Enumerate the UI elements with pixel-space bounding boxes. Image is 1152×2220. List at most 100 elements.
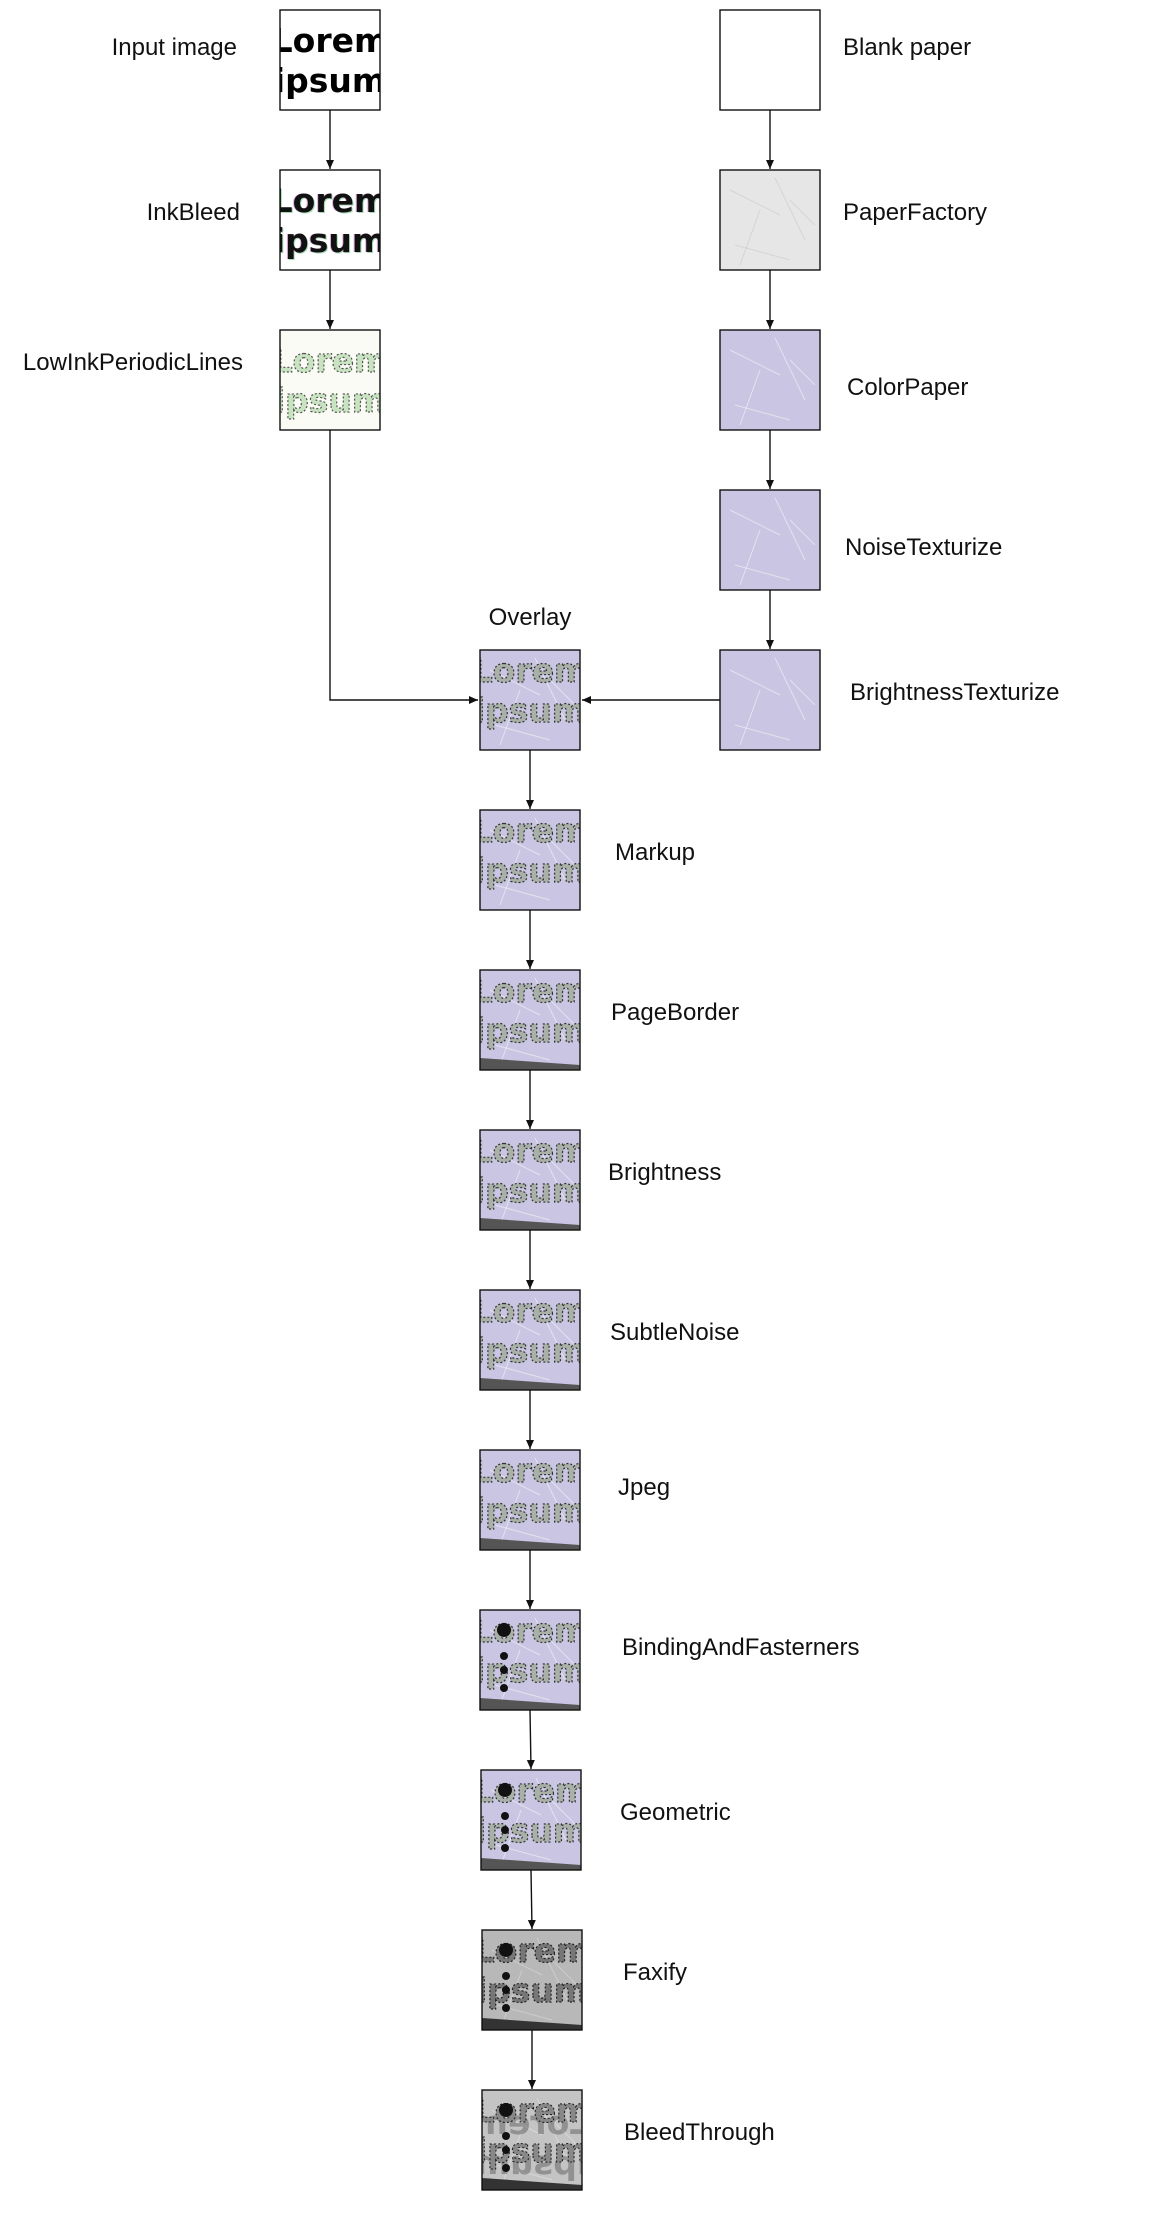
white-fill xyxy=(280,330,380,430)
paper-crease xyxy=(774,177,806,241)
node-colorpaper xyxy=(719,329,821,431)
paper-crease xyxy=(739,369,761,426)
binding-hole xyxy=(501,1844,509,1852)
paper-crease xyxy=(534,1617,566,1681)
paper-crease xyxy=(549,839,576,866)
paper-crease xyxy=(499,1649,521,1706)
paper-crease xyxy=(734,404,791,421)
node-label: BindingAndFasterners xyxy=(622,1634,859,1661)
paper-crease xyxy=(549,1479,576,1506)
paper-crease xyxy=(494,884,551,901)
paper-fill xyxy=(482,2090,582,2190)
sample-text-line: ipsum xyxy=(273,221,385,260)
sample-text-line: Lorem xyxy=(272,181,389,220)
node-frame xyxy=(719,329,821,431)
paper-crease xyxy=(490,1789,542,1816)
binding-hole xyxy=(500,1684,508,1692)
page-border-shadow xyxy=(480,1698,580,1710)
page-border-shadow xyxy=(480,1378,580,1390)
paper-crease xyxy=(549,679,576,706)
node-thumbnail xyxy=(720,650,820,750)
page-border-shadow xyxy=(480,1058,580,1070)
sample-text-line: ipsum xyxy=(476,2131,588,2170)
sample-text-line: ipsum xyxy=(476,2143,588,2182)
paper-fill xyxy=(480,810,580,910)
paper-crease xyxy=(499,689,521,746)
paper-crease xyxy=(494,1364,551,1381)
paper-crease xyxy=(499,1329,521,1386)
binding-hole xyxy=(502,2146,510,2154)
node-frame xyxy=(479,1609,581,1711)
sample-text-line: ipsum xyxy=(274,221,386,260)
sample-text-line: ipsum xyxy=(274,381,386,420)
node-frame xyxy=(719,169,821,271)
node-label: Brightness xyxy=(608,1159,721,1186)
paper-crease xyxy=(549,1639,576,1666)
sample-text-line: Lorem xyxy=(474,2091,591,2130)
node-frame xyxy=(719,649,821,751)
paper-crease xyxy=(535,1777,567,1841)
node-label: Faxify xyxy=(623,1959,687,1986)
node-frame xyxy=(481,2089,583,2191)
paper-crease xyxy=(499,849,521,906)
paper-crease xyxy=(789,359,816,386)
paper-crease xyxy=(729,509,781,536)
sample-text-line: Lorem xyxy=(271,181,388,220)
paper-crease xyxy=(789,679,816,706)
node-frame xyxy=(479,1129,581,1231)
paper-crease xyxy=(734,724,791,741)
sample-text-line: ipsum xyxy=(474,691,586,730)
paper-fill xyxy=(481,1770,581,1870)
sample-text-line: ipsum xyxy=(474,1011,586,1050)
paper-crease xyxy=(739,689,761,746)
node-label: LowInkPeriodicLines xyxy=(23,349,243,376)
sample-text-line: ipsum xyxy=(475,1811,587,1850)
paper-fill xyxy=(720,650,820,750)
sample-text-line: Lorem xyxy=(473,1771,590,1810)
sample-text-line: Lorem xyxy=(472,1451,589,1490)
paper-fill xyxy=(720,330,820,430)
sample-text-line: Lorem xyxy=(474,1931,591,1970)
paper-crease xyxy=(549,1159,576,1186)
sample-text-line: Lorem xyxy=(472,1131,589,1170)
paper-crease xyxy=(491,2109,543,2136)
node-label: NoiseTexturize xyxy=(845,534,1002,561)
page-border-shadow xyxy=(480,1218,580,1230)
binding-hole xyxy=(499,1943,513,1957)
node-noise xyxy=(719,489,821,591)
node-frame xyxy=(479,1289,581,1391)
edge-binding-to-geometric xyxy=(526,1709,535,1770)
paper-fill xyxy=(720,490,820,590)
node-frame xyxy=(479,1449,581,1551)
paper-crease xyxy=(729,189,781,216)
paper-crease xyxy=(494,1524,551,1541)
node-frame xyxy=(480,1769,582,1871)
paper-crease xyxy=(534,657,566,721)
paper-crease xyxy=(499,1169,521,1226)
node-label: PaperFactory xyxy=(843,199,987,226)
node-frame xyxy=(719,9,821,111)
paper-fill xyxy=(480,1610,580,1710)
paper-crease xyxy=(789,519,816,546)
paper-crease xyxy=(489,1629,541,1656)
node-blank xyxy=(719,9,821,111)
binding-hole xyxy=(502,2164,510,2172)
node-label: BrightnessTexturize xyxy=(850,679,1059,706)
paper-fill xyxy=(480,1130,580,1230)
node-label: SubtleNoise xyxy=(610,1319,739,1346)
paper-crease xyxy=(739,529,761,586)
sample-text-line: ipsum xyxy=(474,1651,586,1690)
